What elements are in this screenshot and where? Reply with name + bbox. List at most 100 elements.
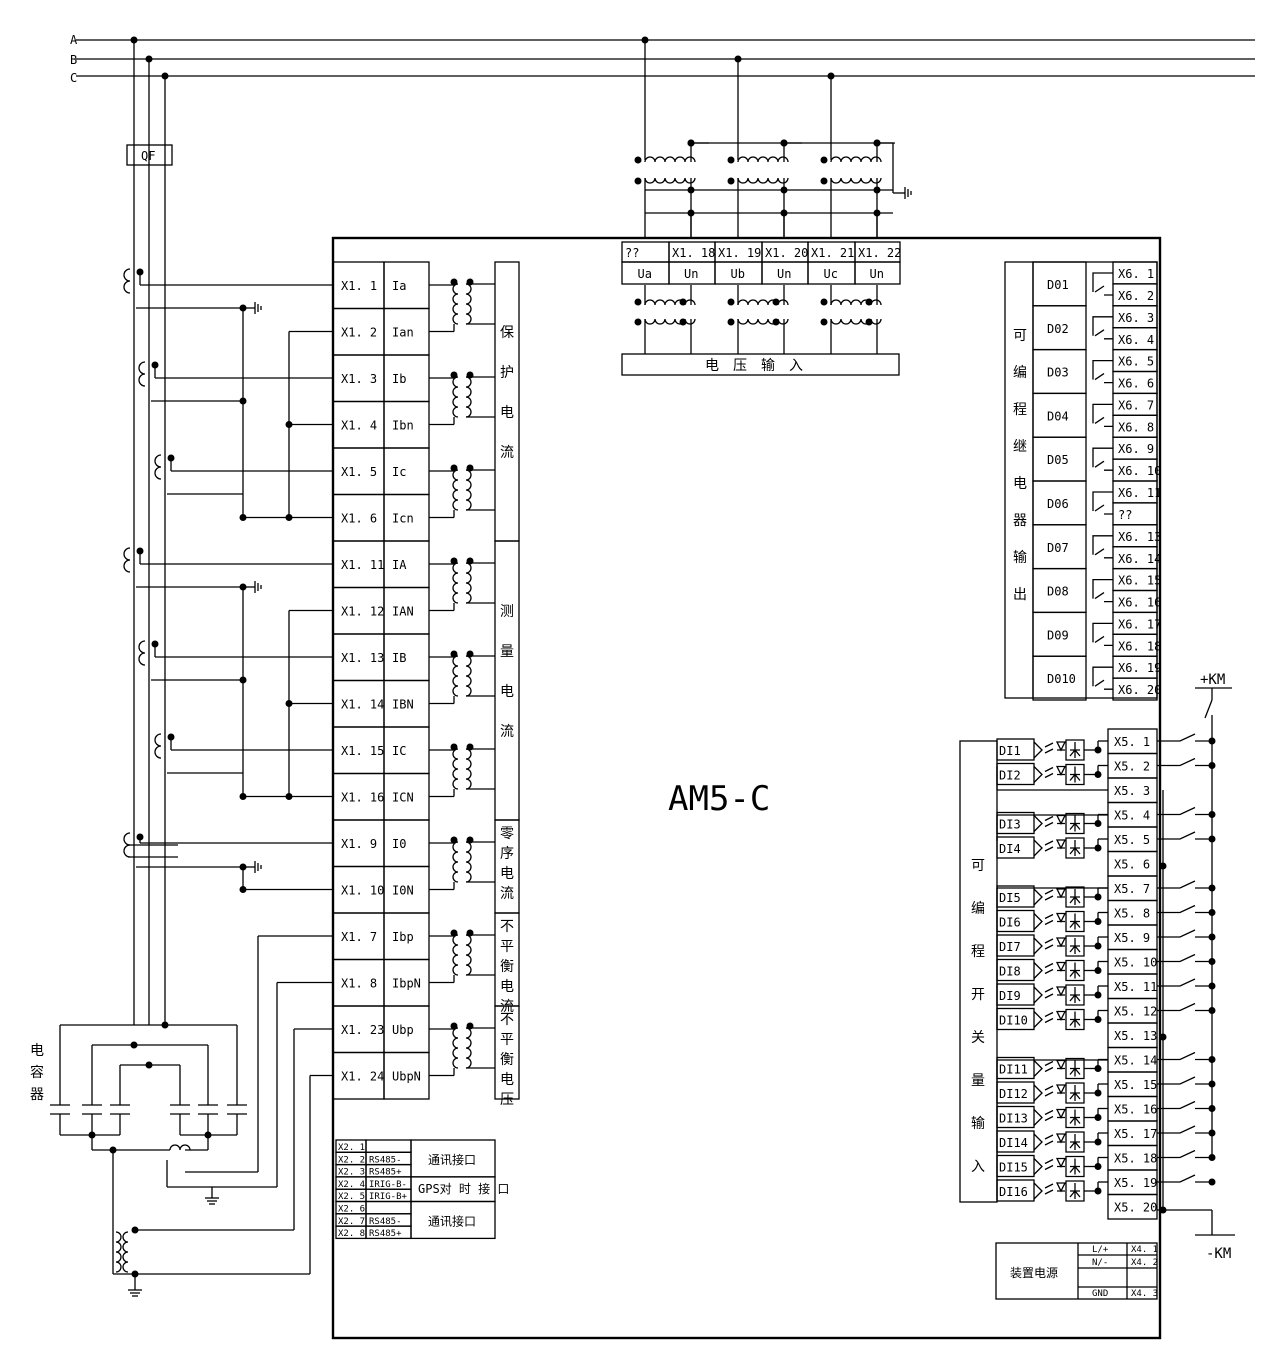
current-terminal-id: X1. 6 xyxy=(341,512,377,526)
junction-dot xyxy=(1094,1089,1102,1097)
transformer-coil xyxy=(115,1231,122,1273)
junction-dot xyxy=(1094,1016,1102,1023)
optocoupler-icon xyxy=(1033,1155,1085,1178)
transformer-coil xyxy=(465,748,472,790)
relay-name: D010 xyxy=(1047,672,1076,686)
current-terminal-id: X1. 9 xyxy=(341,837,377,851)
junction-dot xyxy=(873,209,881,217)
relay-contact-icon xyxy=(1092,359,1113,384)
di-name: DI5 xyxy=(999,891,1021,905)
transformer-coil xyxy=(452,562,459,604)
current-group-label: 不平衡电流 xyxy=(500,919,514,1015)
junction-dot xyxy=(450,278,458,286)
current-signal-name: Ian xyxy=(392,326,414,340)
voltage-terminal-id: X1. 20 xyxy=(765,246,808,260)
relay-name-cell xyxy=(1032,655,1087,701)
voltage-input-label: 电 压 输 入 xyxy=(705,358,803,374)
current-transformer-icon xyxy=(138,640,146,666)
optocoupler-icon xyxy=(1033,959,1085,982)
junction-dot xyxy=(820,298,828,306)
junction-dot xyxy=(780,209,788,217)
current-signal-name: Ic xyxy=(392,465,406,479)
ground-icon xyxy=(128,1289,142,1297)
comm-terminal-id: X2. 3 xyxy=(338,1168,365,1178)
power-terminal: X4. 2 xyxy=(1131,1258,1158,1268)
di-terminal-id: X5. 2 xyxy=(1114,760,1150,774)
junction-dot xyxy=(450,1022,458,1030)
current-transformer-icon xyxy=(138,361,146,387)
relay-name: D06 xyxy=(1047,497,1069,511)
di-terminal-id: X5. 4 xyxy=(1114,809,1150,823)
relay-name: D03 xyxy=(1047,366,1069,380)
di-terminal-id: X5. 16 xyxy=(1114,1103,1157,1117)
transformer-coil xyxy=(452,841,459,883)
di-name: DI10 xyxy=(999,1014,1028,1028)
di-terminal-id: X5. 7 xyxy=(1114,882,1150,896)
junction-dot xyxy=(1094,1187,1102,1195)
junction-dot xyxy=(1159,862,1167,870)
junction-dot xyxy=(1094,918,1102,925)
current-transformer-icon xyxy=(123,268,131,294)
junction-dot xyxy=(727,156,735,164)
di-terminal-id: X5. 3 xyxy=(1114,784,1150,798)
di-switch-icon xyxy=(1157,1149,1212,1159)
comm-terminal-id: X2. 8 xyxy=(338,1229,365,1239)
junction-dot xyxy=(727,298,735,306)
junction-dot xyxy=(865,298,873,306)
three-phase-bus: A B C xyxy=(70,33,1255,85)
di-switch-icon xyxy=(1157,904,1212,914)
power-terminal: X4. 3 xyxy=(1131,1289,1158,1299)
junction-dot xyxy=(450,929,458,937)
voltage-signal-name: Ub xyxy=(731,267,745,281)
km-switch-icon xyxy=(1204,699,1213,719)
phase-label-c: C xyxy=(70,71,77,85)
comm-signal-name: RS485- xyxy=(369,1217,402,1227)
junction-dot xyxy=(285,514,293,521)
current-transformer-icon xyxy=(123,547,131,573)
di-terminal-id: X5. 5 xyxy=(1114,833,1150,847)
current-transformer-icon xyxy=(154,733,162,759)
transformer-coil xyxy=(465,1027,472,1069)
relay-name: D05 xyxy=(1047,453,1069,467)
comm-label-rs485-2: 通讯接口 xyxy=(428,1214,476,1229)
relay-name: D04 xyxy=(1047,409,1069,423)
optocoupler-icon xyxy=(1033,763,1085,786)
power-signal: L/+ xyxy=(1092,1245,1109,1255)
transformer-coil xyxy=(452,469,459,511)
di-name: DI2 xyxy=(999,769,1021,783)
junction-dot xyxy=(1094,991,1102,999)
optocoupler-icon xyxy=(1033,886,1085,908)
optocoupler-icon xyxy=(1033,1131,1085,1153)
di-switch-icon xyxy=(1157,880,1212,889)
di-name: DI11 xyxy=(999,1063,1028,1077)
di-terminal-id: X5. 8 xyxy=(1114,907,1150,921)
junction-dot xyxy=(679,298,687,306)
junction-dot xyxy=(820,177,828,185)
di-name-cell xyxy=(996,836,1035,859)
junction-dot xyxy=(641,36,649,44)
junction-dot xyxy=(1094,820,1102,827)
optocoupler-icon xyxy=(1033,910,1085,933)
junction-dot xyxy=(109,1146,117,1154)
transformer-coil xyxy=(737,177,789,184)
current-signal-cell xyxy=(383,726,430,775)
junction-dot xyxy=(145,1061,153,1069)
ground-icon xyxy=(254,861,262,873)
junction-dot xyxy=(1208,1178,1216,1186)
junction-dot xyxy=(450,557,458,565)
di-switch-icon xyxy=(1157,757,1212,767)
junction-dot xyxy=(1094,1138,1102,1146)
current-terminal-id: X1. 2 xyxy=(341,326,377,340)
voltage-signal-cell xyxy=(854,261,901,285)
junction-dot xyxy=(634,318,642,326)
comm-signal-name: RS485+ xyxy=(369,1229,402,1239)
junction-dot xyxy=(687,139,695,147)
current-signal-name: IBN xyxy=(392,698,414,712)
comm-terminal-id: X2. 6 xyxy=(338,1205,365,1215)
di-name: DI8 xyxy=(999,965,1021,979)
transformer-coil xyxy=(830,318,882,325)
current-terminal-id: X1. 24 xyxy=(341,1070,384,1084)
